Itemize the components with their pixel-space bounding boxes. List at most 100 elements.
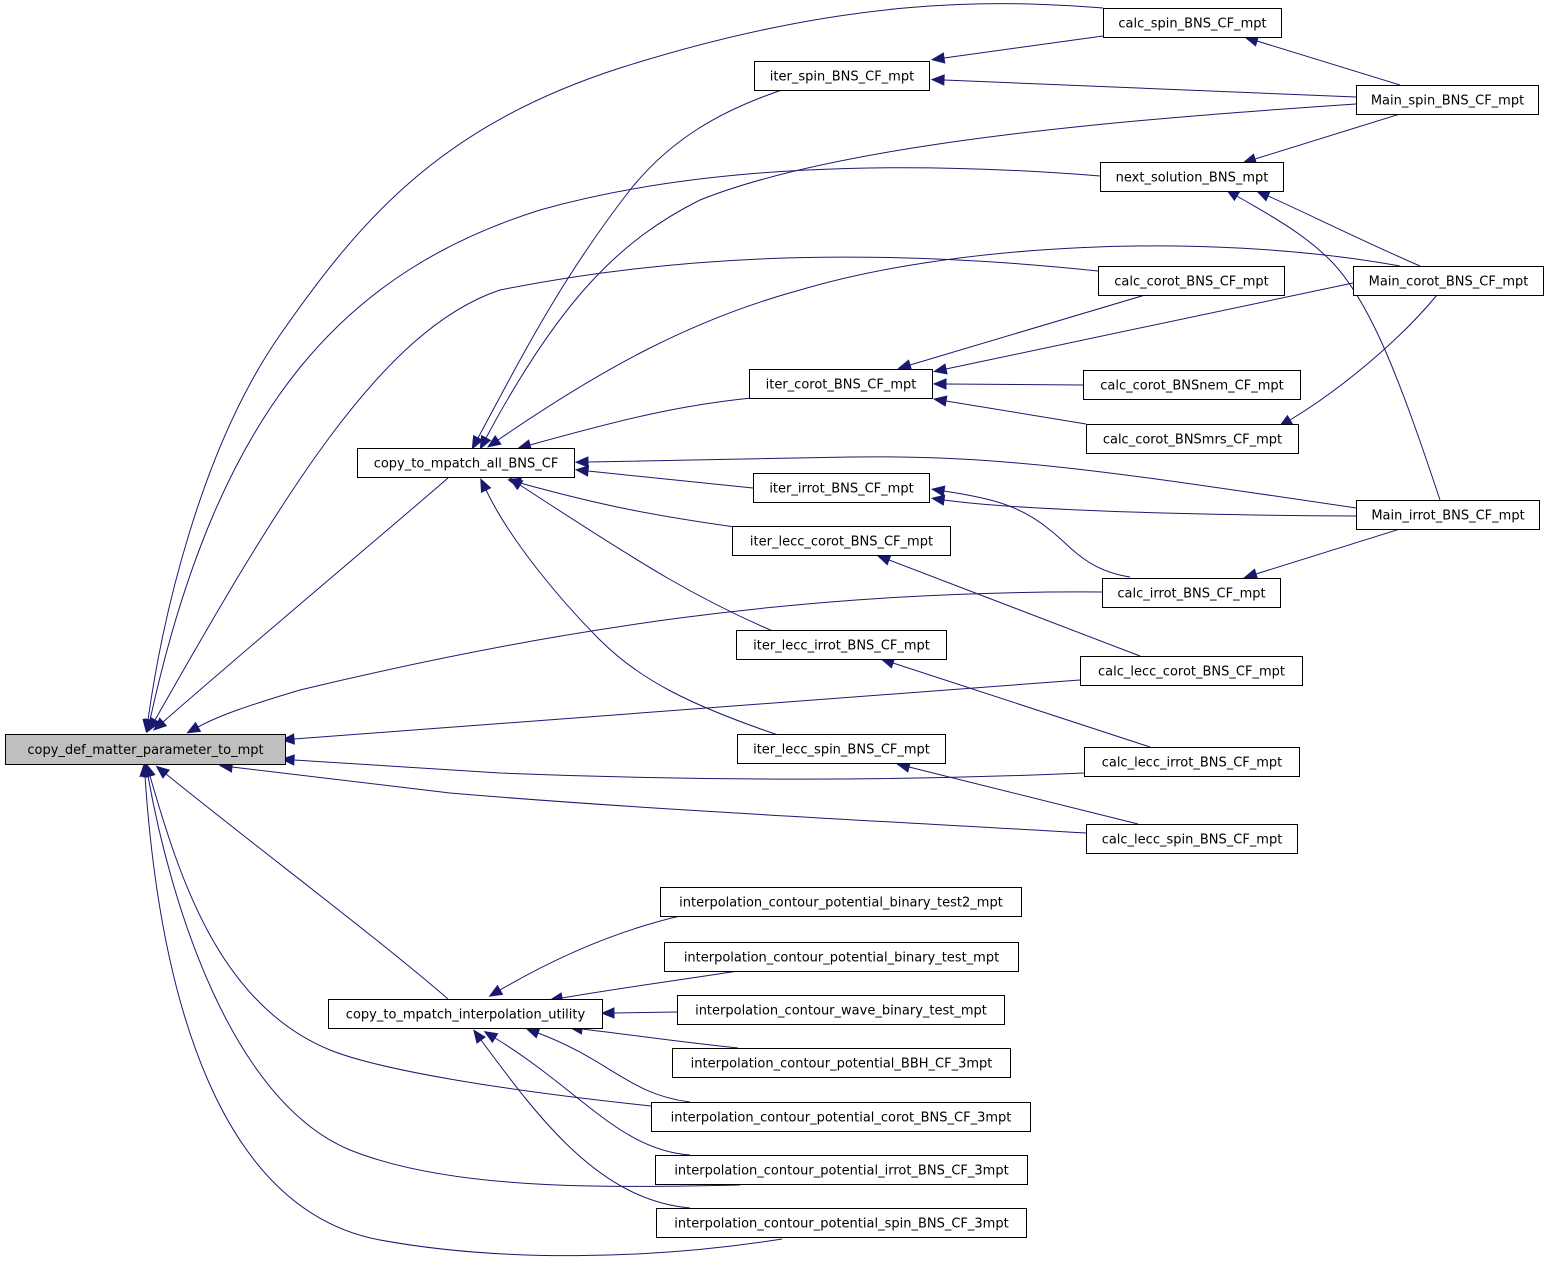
edge-line [477,87,789,439]
node-box [1353,266,1544,296]
node-interpolation-contour-potential-binary-test2-mpt[interactable]: interpolation_contour_potential_binary_t… [660,887,1022,917]
edge-line [908,766,1139,825]
arrowhead [930,74,945,86]
node-interpolation-contour-wave-binary-test-mpt[interactable]: interpolation_contour_wave_binary_test_m… [677,995,1005,1025]
edge-line [485,103,1357,439]
node-label: calc_lecc_irrot_BNS_CF_mpt [1102,756,1283,771]
node-iter-lecc-irrot-bns-cf-mpt[interactable]: iter_lecc_irrot_BNS_CF_mpt [736,630,947,660]
node-interpolation-contour-potential-bbh-cf-3mpt[interactable]: interpolation_contour_potential_BBH_CF_3… [672,1048,1011,1078]
arrowhead [483,1031,499,1044]
node-box [1103,8,1282,38]
edge-line [149,775,652,1107]
edge-line [231,766,1087,834]
arrowhead [1255,190,1271,202]
call-edge-node-iter-irrot-bns-cf-mpt-to-copy-to-mpatch-all [574,465,754,489]
edge-line [1236,195,1441,501]
node-iter-lecc-spin-bns-cf-mpt[interactable]: iter_lecc_spin_BNS_CF_mpt [737,734,946,764]
arrowhead [932,395,948,407]
call-edge-node-main-corot-bns-cf-mpt-to-node-calc-corot-bnsmrs-cf-mpt [1278,294,1438,427]
node-label: copy_to_mpatch_interpolation_utility [346,1008,586,1023]
node-label: iter_spin_BNS_CF_mpt [770,70,914,85]
edge-line [945,383,1084,386]
edge-line [165,773,449,1000]
call-edge-node-calc-spin-bns-cf-mpt-to-copy-def-matter-parameter [142,3,1104,734]
edge-line [149,167,1101,721]
edge-line [537,1032,691,1103]
node-interpolation-contour-potential-irrot-bns-cf-3mpt[interactable]: interpolation_contour_potential_irrot_BN… [655,1155,1028,1185]
node-label: next_solution_BNS_mpt [1116,171,1269,186]
node-label: iter_corot_BNS_CF_mpt [766,378,917,393]
copy-to-mpatch-interpolation-node[interactable]: copy_to_mpatch_interpolation_utility [328,999,603,1029]
arrowhead [473,1029,486,1044]
edge-line [144,775,783,1257]
node-calc-lecc-irrot-bns-cf-mpt[interactable]: calc_lecc_irrot_BNS_CF_mpt [1084,747,1300,777]
node-box [677,995,1005,1025]
node-interpolation-contour-potential-corot-bns-cf-3mpt[interactable]: interpolation_contour_potential_corot_BN… [651,1102,1031,1132]
edge-line [494,1037,691,1156]
call-edge-node-main-irrot-bns-cf-mpt-to-node-calc-irrot-bns-cf-mpt [1243,528,1401,580]
arrowhead [280,754,295,766]
node-next-solution-bns-mpt[interactable]: next_solution_BNS_mpt [1100,162,1284,192]
call-edge-node-interpolation-contour-potential-irrot-bns-cf-3mpt-to-copy-to-mpatch-interpolation [483,1031,691,1156]
call-edge-node-calc-irrot-bns-cf-mpt-to-copy-def-matter-parameter [186,591,1103,734]
copy-to-mpatch-all-node[interactable]: copy_to_mpatch_all_BNS_CF [357,448,575,478]
node-calc-corot-bnsnem-cf-mpt[interactable]: calc_corot_BNSnem_CF_mpt [1083,370,1301,400]
edge-line [147,3,1104,721]
call-edge-node-main-spin-bns-cf-mpt-to-copy-to-mpatch-all [479,103,1357,450]
node-iter-lecc-corot-bns-cf-mpt[interactable]: iter_lecc_corot_BNS_CF_mpt [732,526,951,556]
node-iter-irrot-bns-cf-mpt[interactable]: iter_irrot_BNS_CF_mpt [753,473,930,503]
node-calc-lecc-spin-bns-cf-mpt[interactable]: calc_lecc_spin_BNS_CF_mpt [1086,824,1298,854]
node-iter-spin-bns-cf-mpt[interactable]: iter_spin_BNS_CF_mpt [754,61,930,91]
call-edge-node-calc-irrot-bns-cf-mpt-to-node-iter-irrot-bns-cf-mpt [930,485,1131,578]
node-label: iter_lecc_spin_BNS_CF_mpt [753,743,930,758]
node-label: interpolation_contour_potential_irrot_BN… [674,1164,1008,1179]
node-box [749,369,933,399]
node-interpolation-contour-potential-spin-bns-cf-3mpt[interactable]: interpolation_contour_potential_spin_BNS… [656,1208,1027,1238]
node-box [672,1048,1011,1078]
call-edge-node-iter-lecc-irrot-bns-cf-mpt-to-copy-to-mpatch-all [508,477,776,633]
call-edge-node-interpolation-contour-wave-binary-test-mpt-to-copy-to-mpatch-interpolation [600,1007,679,1019]
edge-line [499,915,681,991]
node-box [357,448,575,478]
node-calc-corot-bns-cf-mpt[interactable]: calc_corot_BNS_CF_mpt [1098,266,1285,296]
arrowhead [487,434,502,448]
call-edge-node-calc-lecc-irrot-bns-cf-mpt-to-copy-def-matter-parameter [280,754,1085,780]
node-box [1086,824,1298,854]
node-main-spin-bns-cf-mpt[interactable]: Main_spin_BNS_CF_mpt [1356,85,1539,115]
node-iter-corot-bns-cf-mpt[interactable]: iter_corot_BNS_CF_mpt [749,369,933,399]
edge-line [485,489,779,736]
call-edge-node-calc-corot-bnsnem-cf-mpt-to-node-iter-corot-bns-cf-mpt [932,378,1084,390]
arrowhead [930,52,946,64]
node-calc-spin-bns-cf-mpt[interactable]: calc_spin_BNS_CF_mpt [1103,8,1282,38]
arrowhead [574,456,589,468]
node-box [328,999,603,1029]
call-edge-node-interpolation-contour-potential-binary-test2-mpt-to-copy-to-mpatch-interpolation [488,915,681,997]
call-edge-node-main-corot-bns-cf-mpt-to-node-next-solution-bns-mpt [1255,190,1421,267]
edge-line [154,256,1099,721]
node-calc-irrot-bns-cf-mpt[interactable]: calc_irrot_BNS_CF_mpt [1102,578,1281,608]
call-edge-node-iter-corot-bns-cf-mpt-to-copy-to-mpatch-all [517,397,753,451]
node-box [1356,500,1540,530]
edge-line [587,470,754,489]
node-label: calc_lecc_corot_BNS_CF_mpt [1098,665,1285,680]
node-box [1086,424,1299,454]
node-box [1102,578,1281,608]
node-interpolation-contour-potential-binary-test-mpt[interactable]: interpolation_contour_potential_binary_t… [664,942,1019,972]
node-label: iter_lecc_irrot_BNS_CF_mpt [753,639,930,654]
node-label: calc_spin_BNS_CF_mpt [1118,17,1266,32]
arrowhead [930,494,946,506]
edge-line [1255,528,1401,575]
node-calc-lecc-corot-bns-cf-mpt[interactable]: calc_lecc_corot_BNS_CF_mpt [1080,656,1303,686]
arrowhead [574,465,590,477]
node-main-corot-bns-cf-mpt[interactable]: Main_corot_BNS_CF_mpt [1353,266,1544,296]
node-main-irrot-bns-cf-mpt[interactable]: Main_irrot_BNS_CF_mpt [1356,500,1540,530]
node-label: interpolation_contour_potential_BBH_CF_3… [691,1057,993,1072]
arrowhead [932,378,947,390]
node-calc-corot-bnsmrs-cf-mpt[interactable]: calc_corot_BNSmrs_CF_mpt [1086,424,1299,454]
node-label: calc_irrot_BNS_CF_mpt [1117,587,1265,602]
call-edge-node-main-irrot-bns-cf-mpt-to-node-iter-irrot-bns-cf-mpt [930,494,1357,517]
call-edge-node-main-spin-bns-cf-mpt-to-node-calc-spin-bns-cf-mpt [1244,35,1401,86]
edge-line [613,1011,679,1014]
call-edge-node-iter-lecc-corot-bns-cf-mpt-to-copy-to-mpatch-all [507,477,736,528]
arrowhead [508,477,524,491]
